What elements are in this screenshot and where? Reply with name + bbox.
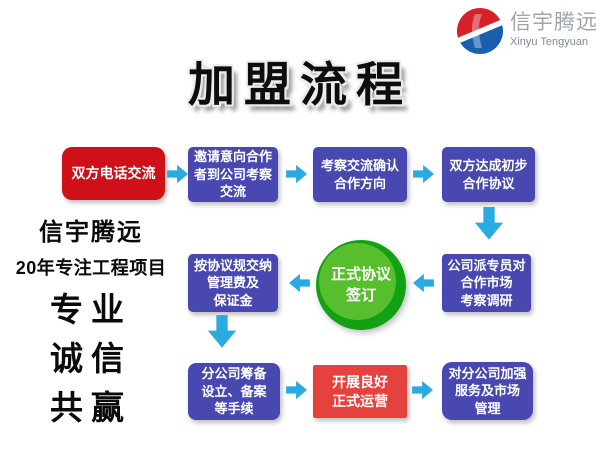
flow-step-formal-signing-label: 正式协议 签订 xyxy=(330,266,391,304)
logo-company-name: 信宇腾远 xyxy=(510,11,598,34)
flow-step-initial-agreement: 双方达成初步 合作协议 xyxy=(442,147,535,202)
arrow-right-icon xyxy=(167,164,189,184)
logo-globe-icon xyxy=(457,8,503,54)
flow-step-branch-setup: 分公司筹备 设立、备案 等手续 xyxy=(188,363,280,420)
arrow-right-icon xyxy=(413,164,435,184)
logo-company-name-en: Xinyu Tengyuan xyxy=(510,36,589,48)
flow-step-pay-fees: 按协议规交纳 管理费及 保证金 xyxy=(188,254,278,312)
left-brand-panel: 信宇腾远 20年专注工程项目 专业 诚信 共赢 xyxy=(10,212,172,427)
arrow-right-icon xyxy=(286,164,308,184)
flow-step-formal-signing: 正式协议 签订 xyxy=(316,240,406,330)
arrow-left-icon xyxy=(288,273,310,293)
brand-name: 信宇腾远 xyxy=(39,219,143,246)
flow-step-operation-launch: 开展良好 正式运营 xyxy=(313,365,407,418)
arrow-left-icon xyxy=(412,273,434,293)
flow-step-ongoing-support: 对分公司加强 服务及市场 管理 xyxy=(442,362,533,420)
logo-text: 信宇腾远 Xinyu Tengyuan xyxy=(510,6,598,48)
arrow-right-icon xyxy=(412,380,434,400)
flow-step-market-research: 公司派专员对 合作市场 考察调研 xyxy=(442,254,531,312)
flow-step-invite-visit: 邀请意向合作 者到公司考察 交流 xyxy=(188,147,278,202)
arrow-right-icon xyxy=(286,380,308,400)
company-logo: 信宇腾远 Xinyu Tengyuan xyxy=(455,6,598,56)
value-word-professional: 专业 xyxy=(50,291,132,328)
flow-step-confirm-direction: 考察交流确认 合作方向 xyxy=(313,147,407,202)
arrow-down-icon xyxy=(207,315,237,349)
value-word-winwin: 共赢 xyxy=(50,388,132,426)
flow-step-phone-communication: 双方电话交流 xyxy=(62,147,165,200)
arrow-down-icon xyxy=(474,207,504,241)
brand-tagline: 20年专注工程项目 xyxy=(15,258,167,278)
page-title: 加盟流程 xyxy=(188,58,412,111)
value-word-integrity: 诚信 xyxy=(50,339,132,377)
